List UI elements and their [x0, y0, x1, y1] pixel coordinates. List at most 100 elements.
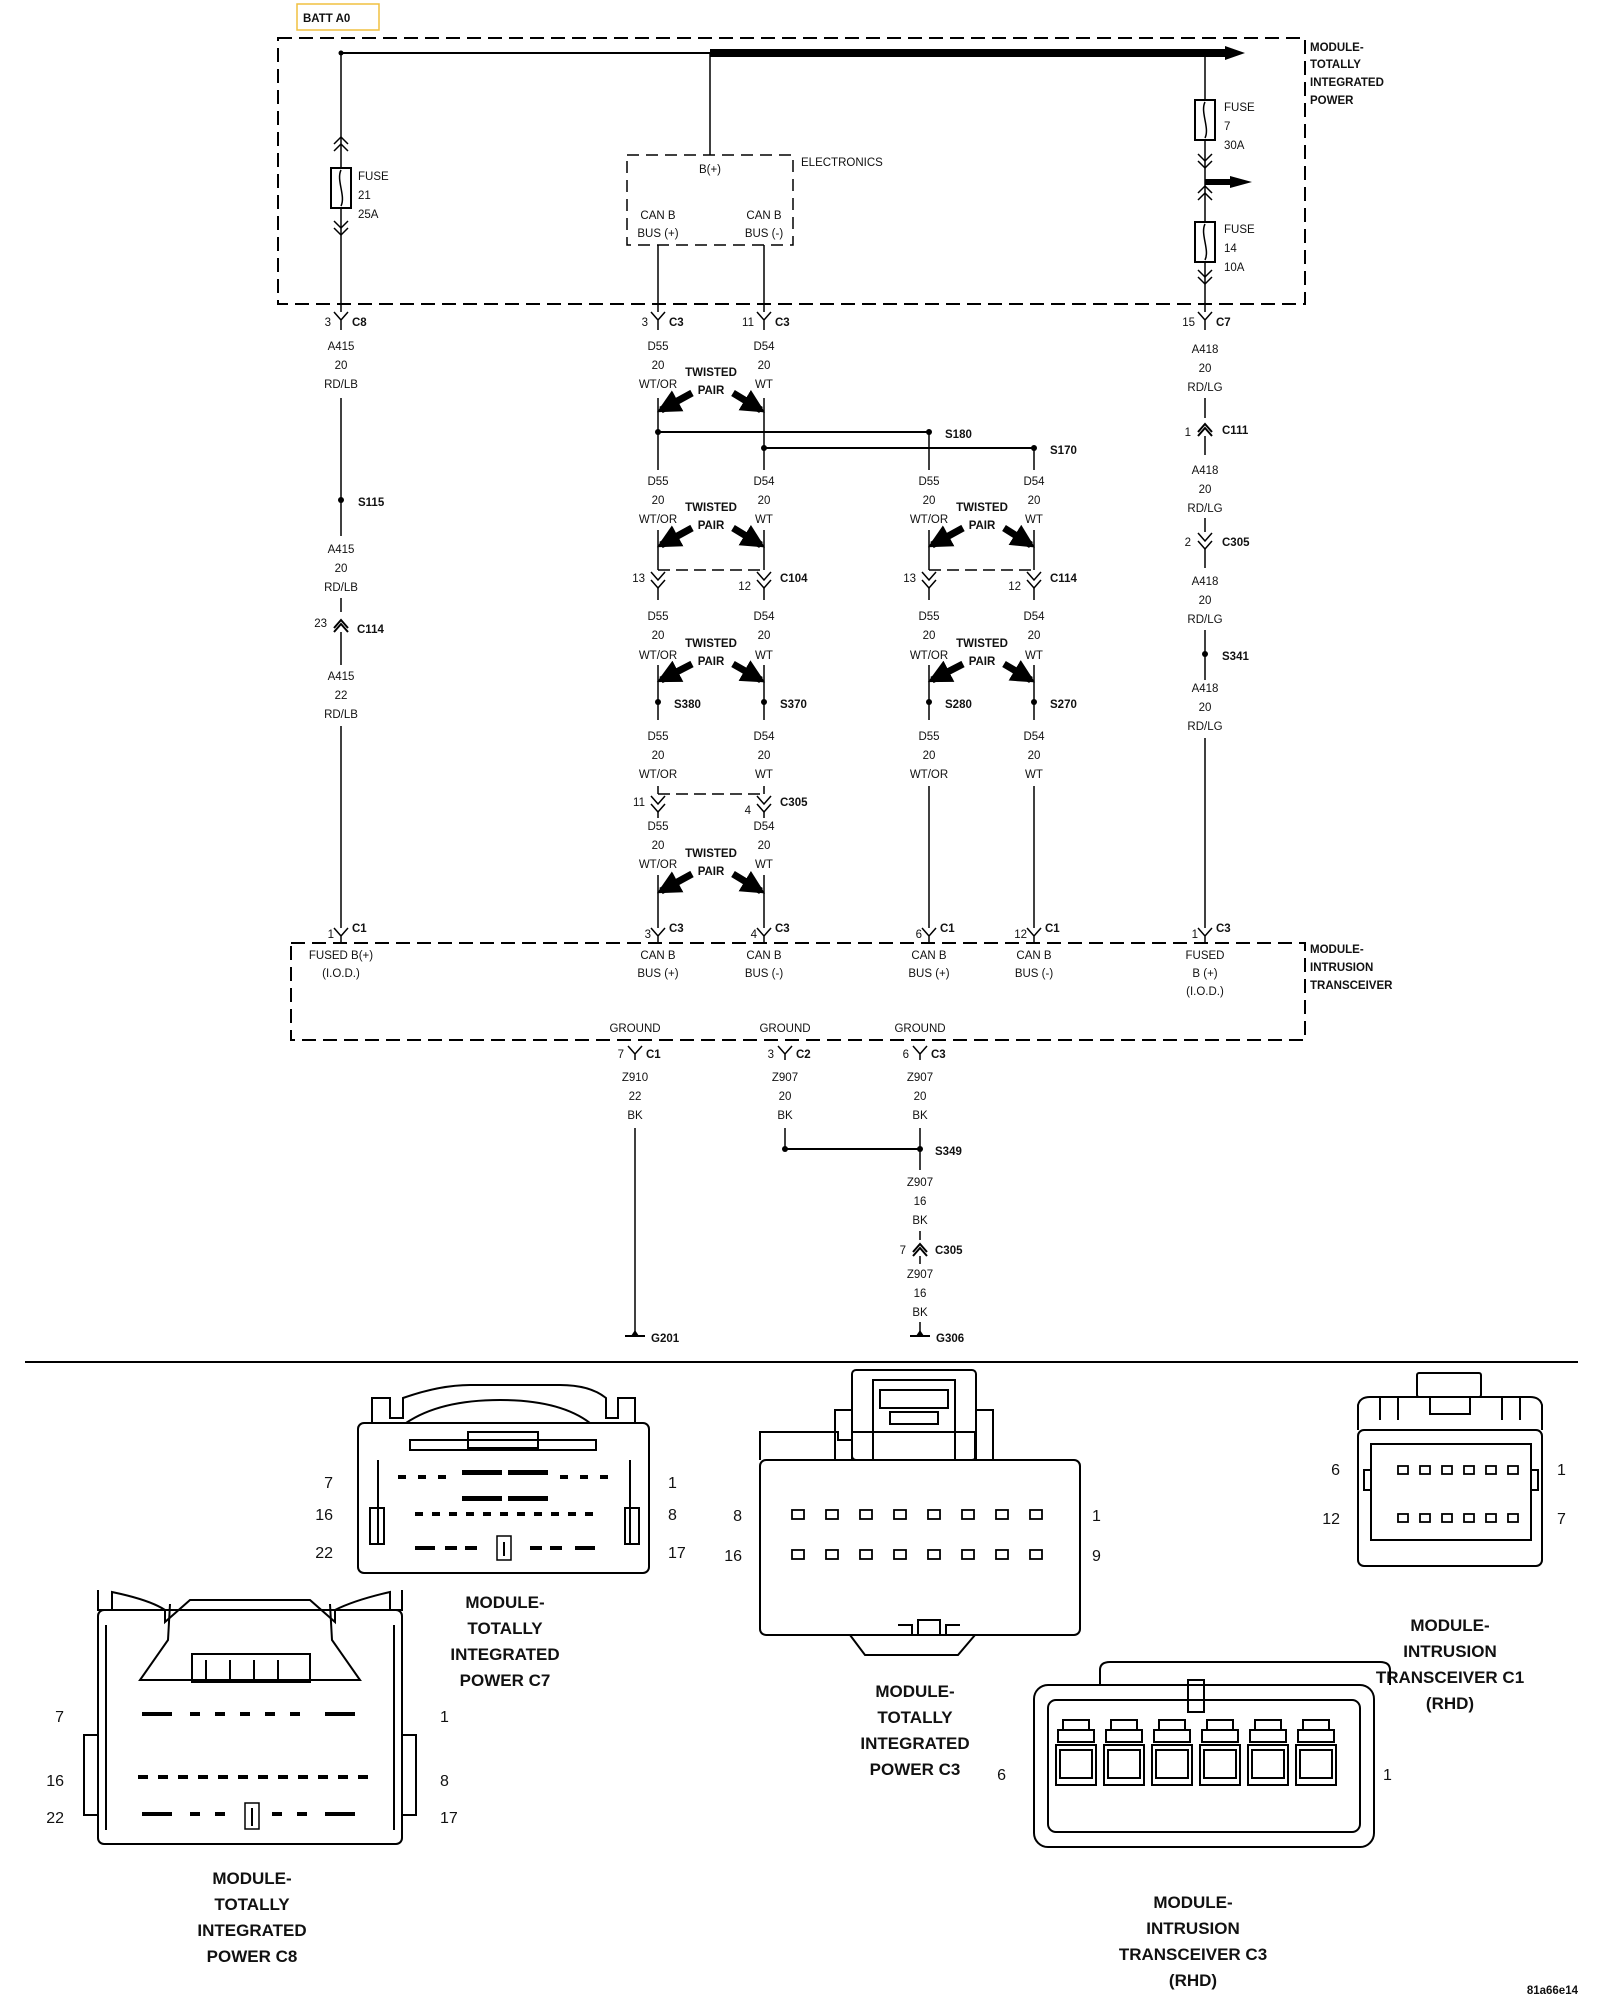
svg-text:S170: S170 [1050, 445, 1077, 457]
svg-text:C111: C111 [1222, 425, 1249, 437]
svg-text:8: 8 [668, 1507, 677, 1524]
tip-module-label: MODULE- TOTALLY INTEGRATED POWER [1310, 42, 1384, 107]
svg-text:Z907: Z907 [907, 1072, 933, 1084]
svg-text:A418: A418 [1192, 683, 1219, 695]
connector-view-itm-c1-title: MODULE- INTRUSION TRANSCEIVER C1 (RHD) [1376, 1616, 1524, 1713]
connector-view-tip-c3-title: MODULE- TOTALLY INTEGRATED POWER C3 [860, 1682, 969, 1779]
svg-text:POWER: POWER [1310, 95, 1354, 107]
svg-text:20: 20 [758, 495, 771, 507]
svg-text:D55: D55 [918, 611, 939, 623]
svg-text:3: 3 [642, 317, 648, 329]
svg-text:A418: A418 [1192, 576, 1219, 588]
connector-view-tip-c7-pins [398, 1470, 608, 1550]
svg-text:CAN B: CAN B [640, 210, 675, 222]
svg-text:C3: C3 [775, 317, 790, 329]
svg-text:BATT A0: BATT A0 [303, 13, 350, 25]
svg-text:7: 7 [900, 1245, 906, 1257]
svg-text:WT: WT [755, 769, 773, 781]
ground-g201: G201 [625, 1330, 680, 1345]
svg-text:16: 16 [46, 1773, 64, 1790]
svg-text:1: 1 [1185, 427, 1191, 439]
svg-text:FUSED B(+): FUSED B(+) [309, 950, 373, 962]
twisted-pair-2: TWISTED PAIR [656, 502, 766, 549]
svg-text:D55: D55 [918, 476, 939, 488]
svg-text:RD/LB: RD/LB [324, 379, 358, 391]
svg-text:WT: WT [755, 379, 773, 391]
fuse-14: FUSE 14 10A [1194, 221, 1255, 274]
svg-text:S370: S370 [780, 699, 807, 711]
svg-text:CAN B: CAN B [911, 950, 946, 962]
svg-text:20: 20 [923, 495, 936, 507]
svg-text:1: 1 [1557, 1462, 1566, 1479]
tip-connector-c7: 15 C7 [1182, 311, 1231, 330]
svg-text:1: 1 [668, 1475, 677, 1492]
svg-text:C2: C2 [796, 1049, 811, 1061]
splice-s280: S280 [926, 699, 972, 711]
svg-text:20: 20 [779, 1091, 792, 1103]
svg-text:20: 20 [652, 750, 665, 762]
svg-text:BUS (+): BUS (+) [908, 968, 949, 980]
svg-text:4: 4 [751, 929, 758, 941]
svg-text:G306: G306 [936, 1333, 964, 1345]
wire-d55-2: D55 20 WT/OR [639, 476, 677, 526]
svg-text:25A: 25A [358, 209, 379, 221]
svg-text:2: 2 [1185, 537, 1191, 549]
svg-text:C3: C3 [669, 317, 684, 329]
svg-text:C3: C3 [1216, 923, 1231, 935]
svg-text:16: 16 [914, 1288, 927, 1300]
splice-s180: S180 [655, 429, 972, 441]
svg-text:A415: A415 [328, 341, 355, 353]
svg-text:TWISTED: TWISTED [956, 638, 1008, 650]
svg-text:MODULE-: MODULE- [1410, 1616, 1489, 1635]
svg-text:D55: D55 [647, 476, 668, 488]
svg-text:20: 20 [758, 840, 771, 852]
wire-a415-lower: A415 22 RD/LB [324, 671, 358, 721]
connector-view-tip-c7-pin-numbers: 7 1 16 8 22 17 [315, 1475, 686, 1562]
svg-text:Z910: Z910 [622, 1072, 648, 1084]
svg-text:PAIR: PAIR [698, 866, 725, 878]
svg-text:CAN B: CAN B [746, 950, 781, 962]
svg-text:FUSE: FUSE [1224, 224, 1255, 236]
connector-view-tip-c3 [759, 1369, 1081, 1656]
svg-text:D54: D54 [753, 821, 775, 833]
splice-s349: S349 [917, 1146, 962, 1158]
splice-s341: S341 [1202, 651, 1249, 663]
wire-d54-r3: D54 20 WT [1023, 731, 1045, 781]
wire-d55-5: D55 20 WT/OR [639, 821, 677, 871]
splice-s370: S370 [761, 699, 807, 711]
svg-text:WT: WT [755, 859, 773, 871]
svg-text:INTRUSION: INTRUSION [1146, 1919, 1240, 1938]
svg-text:22: 22 [335, 690, 348, 702]
inline-c305-a: 2 C305 [1185, 532, 1250, 551]
svg-text:D54: D54 [753, 611, 775, 623]
svg-text:11: 11 [742, 317, 754, 329]
svg-text:B(+): B(+) [699, 164, 721, 176]
svg-text:22: 22 [315, 1545, 333, 1562]
svg-text:D55: D55 [647, 731, 668, 743]
svg-text:20: 20 [758, 750, 771, 762]
svg-text:20: 20 [335, 360, 348, 372]
batt-label: BATT A0 [296, 3, 380, 31]
svg-text:D54: D54 [753, 731, 775, 743]
svg-text:20: 20 [652, 840, 665, 852]
svg-text:B (+): B (+) [1192, 968, 1217, 980]
svg-text:INTEGRATED: INTEGRATED [860, 1734, 969, 1753]
wire-d54-r1: D54 20 WT [1023, 476, 1045, 526]
svg-text:16: 16 [914, 1196, 927, 1208]
svg-text:C114: C114 [357, 624, 384, 636]
svg-text:BK: BK [912, 1215, 928, 1227]
svg-text:D55: D55 [647, 821, 668, 833]
svg-text:TWISTED: TWISTED [685, 638, 737, 650]
svg-text:WT/OR: WT/OR [639, 650, 677, 662]
svg-text:6: 6 [903, 1049, 909, 1061]
svg-text:14: 14 [1224, 243, 1237, 255]
twisted-pair-1: TWISTED PAIR [656, 367, 766, 414]
svg-text:(RHD): (RHD) [1426, 1694, 1474, 1713]
svg-text:MODULE-: MODULE- [1153, 1893, 1232, 1912]
svg-text:INTRUSION: INTRUSION [1403, 1642, 1497, 1661]
svg-text:WT/OR: WT/OR [639, 859, 677, 871]
itm-pin-c3-1: 1 C3 FUSED B (+) (I.O.D.) [1186, 923, 1231, 998]
svg-text:20: 20 [1028, 630, 1041, 642]
wire-z907-c2: Z907 20 BK [772, 1072, 798, 1122]
